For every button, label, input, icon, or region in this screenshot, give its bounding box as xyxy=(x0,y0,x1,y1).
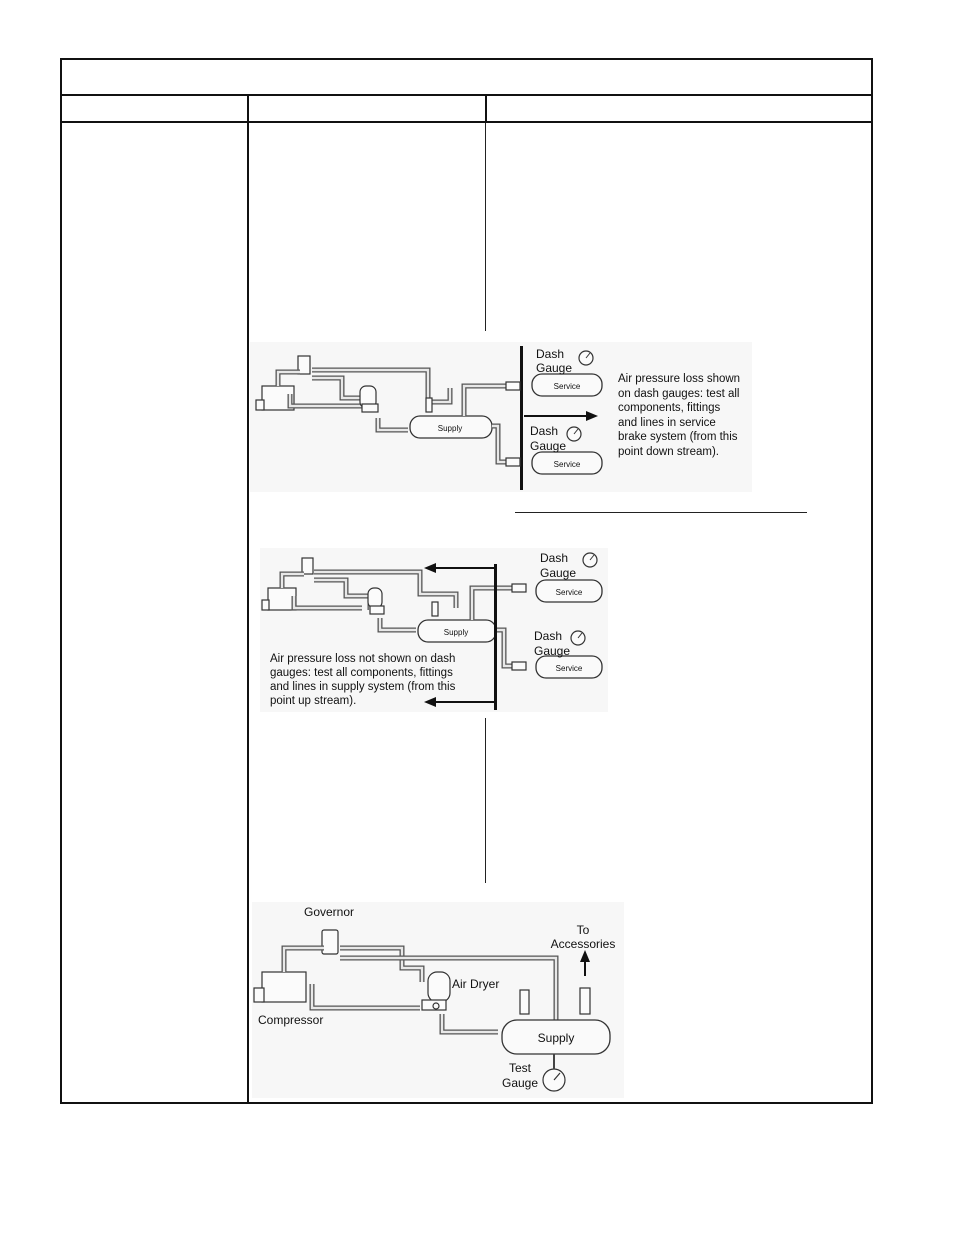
note-line-4: point up stream). xyxy=(270,695,356,707)
dash-gauge-top-line1: Dash xyxy=(536,347,564,361)
governor-shape xyxy=(297,355,311,375)
dash-gauge-bottom-line1: Dash xyxy=(530,424,558,438)
compressor-shape xyxy=(261,971,307,1003)
svg-text:Service: Service xyxy=(554,382,581,391)
dash-gauge-top-line2: Gauge xyxy=(540,566,576,580)
column-divider-2-upper xyxy=(485,123,486,331)
service-tank-top xyxy=(535,579,603,603)
column-divider-2-middle xyxy=(485,718,486,883)
note-line-6: point down stream). xyxy=(618,446,719,458)
service-brake-leak-diagram: Supply Service Service Dash Gauge Dash G… xyxy=(250,342,752,492)
dash-gauge-bottom-line2: Gauge xyxy=(530,439,566,453)
svg-text:Service: Service xyxy=(554,460,581,469)
svg-text:Service: Service xyxy=(556,664,583,673)
note-line-4: and lines in service xyxy=(618,417,716,429)
compressor-label: Compressor xyxy=(258,1013,323,1027)
test-gauge-line2: Gauge xyxy=(502,1076,538,1090)
note-line-2: gauges: test all components, fittings xyxy=(270,667,453,679)
supply-system-leak-diagram: Supply Service Service Dash Gauge Dash G… xyxy=(260,548,608,712)
governor-shape xyxy=(321,929,339,955)
svg-text:Service: Service xyxy=(556,588,583,597)
to-accessories-line1: To xyxy=(577,923,590,937)
upstream-arrow-bottom-icon xyxy=(424,697,436,707)
to-accessories-line2: Accessories xyxy=(551,937,616,951)
governor-label: Governor xyxy=(304,905,354,919)
air-dryer-shape xyxy=(427,971,451,1003)
note-line-3: and lines in supply system (from this xyxy=(270,681,456,693)
table-frame xyxy=(60,58,873,1104)
note-line-5: brake system (from this xyxy=(618,431,738,443)
to-accessories-arrow-icon xyxy=(580,950,590,962)
note-line-1: Air pressure loss shown xyxy=(618,373,740,385)
service-tank-bottom xyxy=(531,451,603,475)
test-gauge-diagram: Supply Governor To Accessories Air Dryer… xyxy=(252,902,624,1098)
supply-boundary-line xyxy=(494,564,497,710)
note-line-2: on dash gauges: test all xyxy=(618,388,739,400)
dash-gauge-bottom-line1: Dash xyxy=(534,629,562,643)
header-row-divider xyxy=(60,121,873,123)
supply-label: Supply xyxy=(444,628,468,637)
supply-label: Supply xyxy=(538,1031,575,1045)
service-tank-top xyxy=(531,373,603,397)
air-dryer-label: Air Dryer xyxy=(452,977,499,991)
governor-shape xyxy=(301,557,314,575)
column-divider-1 xyxy=(247,95,249,1103)
downstream-arrow-icon xyxy=(586,411,598,421)
dash-gauge-top-line1: Dash xyxy=(540,551,568,565)
service-tank-bottom xyxy=(535,655,603,679)
separator-line xyxy=(515,512,807,513)
supply-tank-shape xyxy=(501,1019,611,1055)
note-line-1: Air pressure loss not shown on dash xyxy=(270,653,455,665)
upstream-arrow-top-icon xyxy=(424,563,436,573)
dash-gauge-bottom-line2: Gauge xyxy=(534,644,570,658)
column-divider-2-top xyxy=(485,95,487,123)
title-row-divider xyxy=(60,94,873,96)
test-gauge-line1: Test xyxy=(509,1061,532,1075)
dash-gauge-top-line2: Gauge xyxy=(536,361,572,375)
supply-label: Supply xyxy=(438,424,462,433)
service-boundary-line xyxy=(520,346,523,490)
air-dryer-shape xyxy=(367,587,383,609)
note-line-3: components, fittings xyxy=(618,402,721,414)
